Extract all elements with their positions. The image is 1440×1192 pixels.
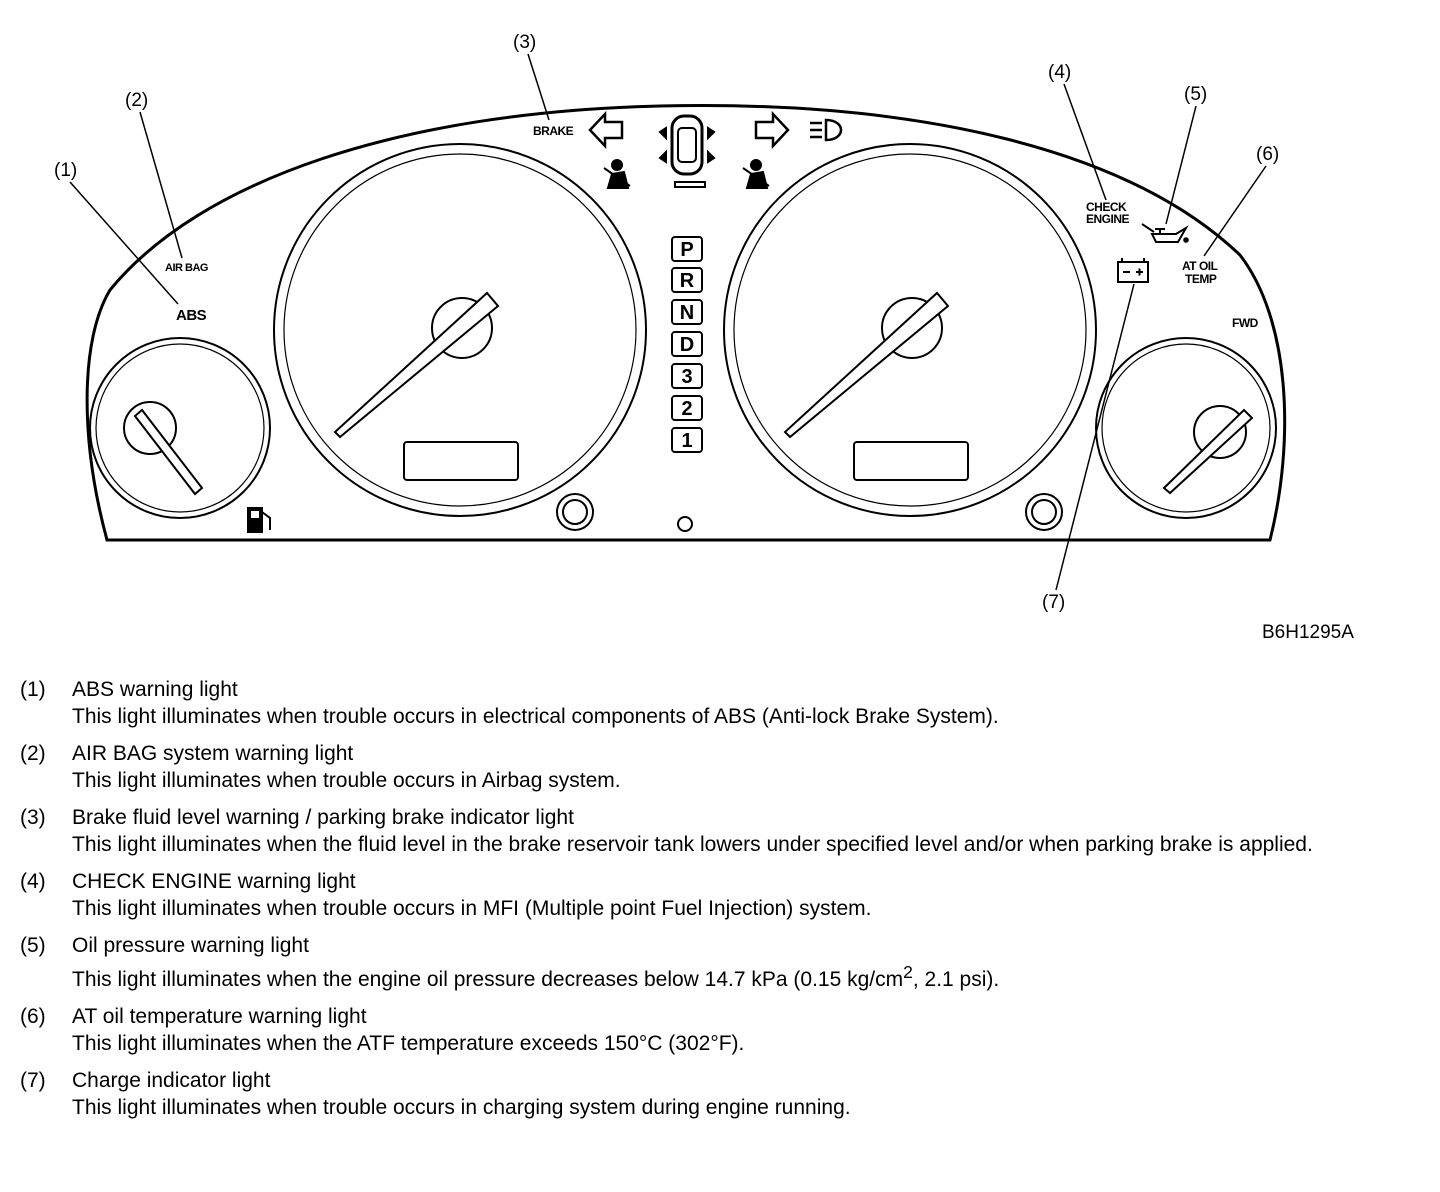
gear-3: 3 (681, 366, 692, 388)
legend-num: (3) (20, 806, 46, 829)
turn-right-arrow-icon (754, 110, 790, 150)
legend-title: AT oil temperature warning light (72, 1005, 367, 1028)
legend-desc-text: This light illuminates when the engine o… (72, 968, 904, 991)
legend-num: (2) (20, 742, 46, 765)
legend-num: (6) (20, 1005, 46, 1028)
legend-item-7: (7) Charge indicator light This light il… (20, 1067, 1420, 1121)
odometer-display (853, 441, 969, 481)
legend-item-6: (6) AT oil temperature warning light Thi… (20, 1003, 1420, 1057)
legend: (1) ABS warning light This light illumin… (20, 676, 1420, 1131)
gear-p: P (680, 239, 693, 261)
gear-selector (671, 236, 703, 453)
seatbelt-left-icon (603, 159, 631, 189)
figure-code: B6H1295A (1262, 622, 1354, 643)
superscript: 2 (903, 962, 913, 982)
gear-d: D (680, 334, 694, 356)
fuel-pump-icon (247, 507, 271, 533)
legend-desc-text: , 2.1 psi). (912, 968, 1000, 991)
legend-desc: This light illuminates when trouble occu… (72, 769, 621, 792)
legend-desc: This light illuminates when the engine o… (72, 959, 1420, 993)
air-bag-label: AIR BAG (165, 262, 208, 274)
at-oil-temp-label-line2: TEMP (1185, 272, 1217, 286)
callout-5: (5) (1184, 84, 1207, 105)
legend-title: Brake fluid level warning / parking brak… (72, 806, 574, 829)
legend-desc: This light illuminates when the fluid le… (72, 833, 1313, 856)
legend-item-4: (4) CHECK ENGINE warning light This ligh… (20, 868, 1420, 922)
gear-n: N (680, 302, 694, 324)
legend-num: (4) (20, 870, 46, 893)
callout-3: (3) (513, 32, 536, 53)
legend-desc: This light illuminates when trouble occu… (72, 705, 999, 728)
callout-leaders (69, 53, 1267, 591)
fuel-gauge (89, 337, 271, 519)
legend-title: ABS warning light (72, 678, 238, 701)
check-engine-label-line1: CHECK (1086, 200, 1127, 214)
tachometer (273, 143, 647, 517)
battery-charge-icon (1117, 258, 1149, 283)
at-oil-temp-label-line1: AT OIL (1182, 259, 1218, 273)
legend-item-3: (3) Brake fluid level warning / parking … (20, 804, 1420, 858)
brake-label: BRAKE (533, 124, 574, 138)
legend-title: AIR BAG system warning light (72, 742, 354, 765)
oil-pressure-icon (1141, 223, 1189, 243)
seatbelt-right-icon (742, 159, 770, 189)
trip-knob-left (556, 493, 594, 531)
fwd-label: FWD (1232, 316, 1259, 330)
gear-1: 1 (681, 430, 692, 452)
check-engine-label-line2: ENGINE (1086, 212, 1130, 226)
cluster-outline (85, 104, 1287, 542)
gear-2: 2 (681, 398, 692, 420)
abs-label: ABS (176, 307, 207, 324)
gear-r: R (680, 270, 695, 292)
legend-num: (1) (20, 678, 46, 701)
door-open-car-icon (658, 114, 716, 188)
legend-desc: This light illuminates when trouble occu… (72, 1096, 851, 1119)
tachometer-display (403, 441, 519, 481)
temperature-gauge (1095, 337, 1277, 519)
legend-item-1: (1) ABS warning light This light illumin… (20, 676, 1420, 730)
legend-desc: This light illuminates when the ATF temp… (72, 1032, 745, 1055)
legend-num: (7) (20, 1069, 46, 1092)
legend-title: Charge indicator light (72, 1069, 271, 1092)
legend-item-2: (2) AIR BAG system warning light This li… (20, 740, 1420, 794)
callout-4: (4) (1048, 62, 1071, 83)
legend-item-5: (5) Oil pressure warning light This ligh… (20, 932, 1420, 993)
high-beam-icon (810, 118, 843, 142)
trip-knob-right (1025, 493, 1063, 531)
legend-num: (5) (20, 934, 46, 957)
callout-2: (2) (125, 90, 148, 111)
legend-desc: This light illuminates when trouble occu… (72, 897, 872, 920)
turn-left-arrow-icon (588, 110, 624, 150)
callout-7: (7) (1042, 592, 1065, 613)
callout-6: (6) (1256, 144, 1279, 165)
legend-title: CHECK ENGINE warning light (72, 870, 356, 893)
callout-1: (1) (54, 160, 77, 181)
center-indicator-dot (677, 516, 693, 532)
legend-title: Oil pressure warning light (72, 934, 309, 957)
speedometer (723, 143, 1097, 517)
instrument-cluster-diagram: (1) (2) (3) (4) (5) (6) (7) ABS AIR BAG … (54, 32, 1287, 613)
